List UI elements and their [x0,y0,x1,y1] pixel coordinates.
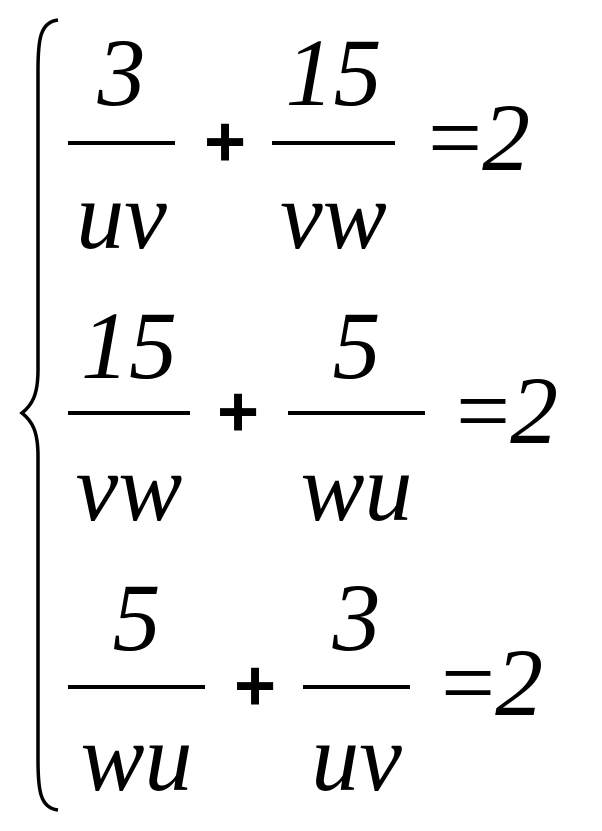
fraction-bar [68,141,175,145]
fraction-1-denominator: vw [75,434,183,541]
fraction-2-denominator: uv [311,704,402,811]
fraction-bar [303,685,410,689]
equals-rhs: =2 [441,635,543,731]
fraction-2-denominator: wu [300,434,413,541]
equals-sign: = [456,357,511,464]
plus-sign: + [216,372,260,452]
fraction-1-denominator: wu [80,704,193,811]
plus-sign: + [233,646,277,726]
equals-rhs: =2 [428,90,530,186]
fraction-1-denominator: uv [76,162,167,269]
rhs-value: 2 [510,357,559,464]
fraction-bar [68,685,205,689]
fraction-bar [68,411,190,415]
fraction-1-numerator: 5 [112,564,161,671]
fraction-bar [272,141,395,145]
equals-sign: = [441,629,496,736]
rhs-value: 2 [482,84,531,191]
equals-sign: = [428,84,483,191]
fraction-2-numerator: 5 [332,292,381,399]
fraction-1-numerator: 15 [81,292,177,399]
fraction-2-denominator: vw [280,162,387,269]
fraction-2-numerator: 3 [332,564,381,671]
rhs-value: 2 [495,629,544,736]
fraction-2-numerator: 15 [285,19,382,126]
fraction-bar [288,411,425,415]
equals-rhs: =2 [456,363,558,459]
plus-sign: + [203,102,247,182]
fraction-1-numerator: 3 [97,19,146,126]
